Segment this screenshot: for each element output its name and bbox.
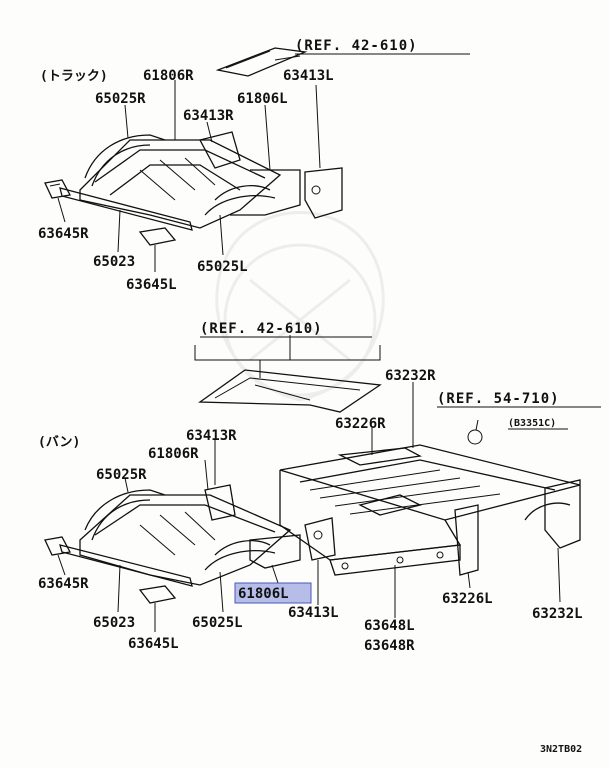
ref-panel-top [215, 47, 308, 77]
van-part-61806R[interactable]: 61806R [148, 446, 199, 462]
highlight-box-61806L [234, 582, 312, 604]
van-part-63645R[interactable]: 63645R [38, 576, 89, 592]
truck-part-61806L[interactable]: 61806L [237, 91, 288, 107]
van-part-63648R[interactable]: 63648R [364, 638, 415, 654]
truck-part-65025L[interactable]: 65025L [197, 259, 248, 275]
truck-part-61806R[interactable]: 61806R [143, 68, 194, 84]
van-part-63226L[interactable]: 63226L [442, 591, 493, 607]
ref-label-top[interactable]: (REF. 42-610) [295, 38, 418, 54]
van-part-63413R[interactable]: 63413R [186, 428, 237, 444]
truck-part-63413L[interactable]: 63413L [283, 68, 334, 84]
ref-panel-mid [198, 369, 382, 413]
section-label-truck: (トラック) [40, 69, 108, 84]
van-part-63413L[interactable]: 63413L [288, 605, 339, 621]
truck-gusset-l [138, 227, 177, 246]
van-side-member [329, 544, 461, 576]
van-part-63648L[interactable]: 63648L [364, 618, 415, 634]
truck-floor-assembly [44, 47, 343, 272]
watermark [215, 211, 385, 402]
ref-label-right[interactable]: (REF. 54-710) [437, 391, 560, 407]
truck-crossmember [59, 187, 193, 231]
van-part-63226R[interactable]: 63226R [335, 416, 386, 432]
van-part-63232L[interactable]: 63232L [532, 606, 583, 622]
truck-part-63645R[interactable]: 63645R [38, 226, 89, 242]
diagram-code: 3N2TB02 [540, 744, 582, 755]
van-part-63645L[interactable]: 63645L [128, 636, 179, 652]
truck-part-65023[interactable]: 65023 [93, 254, 135, 270]
truck-floor-pan [79, 139, 282, 229]
truck-part-65025R[interactable]: 65025R [95, 91, 146, 107]
van-part-65023[interactable]: 65023 [93, 615, 135, 631]
truck-part-63413R[interactable]: 63413R [183, 108, 234, 124]
section-label-van: (バン) [38, 435, 80, 450]
ref-sub-label: (B3351C) [508, 418, 556, 429]
van-floor-pan [79, 494, 292, 586]
van-part-65025L[interactable]: 65025L [192, 615, 243, 631]
van-part-61806L-shape [249, 534, 301, 569]
van-part-63232R[interactable]: 63232R [385, 368, 436, 384]
truck-gusset-r [44, 179, 71, 199]
truck-part-63645L[interactable]: 63645L [126, 277, 177, 293]
van-part-61806L-highlighted[interactable]: 61806L [238, 586, 289, 602]
van-part-65025R[interactable]: 65025R [96, 467, 147, 483]
ref-label-mid[interactable]: (REF. 42-610) [200, 321, 323, 337]
van-floor-assembly [44, 335, 581, 632]
